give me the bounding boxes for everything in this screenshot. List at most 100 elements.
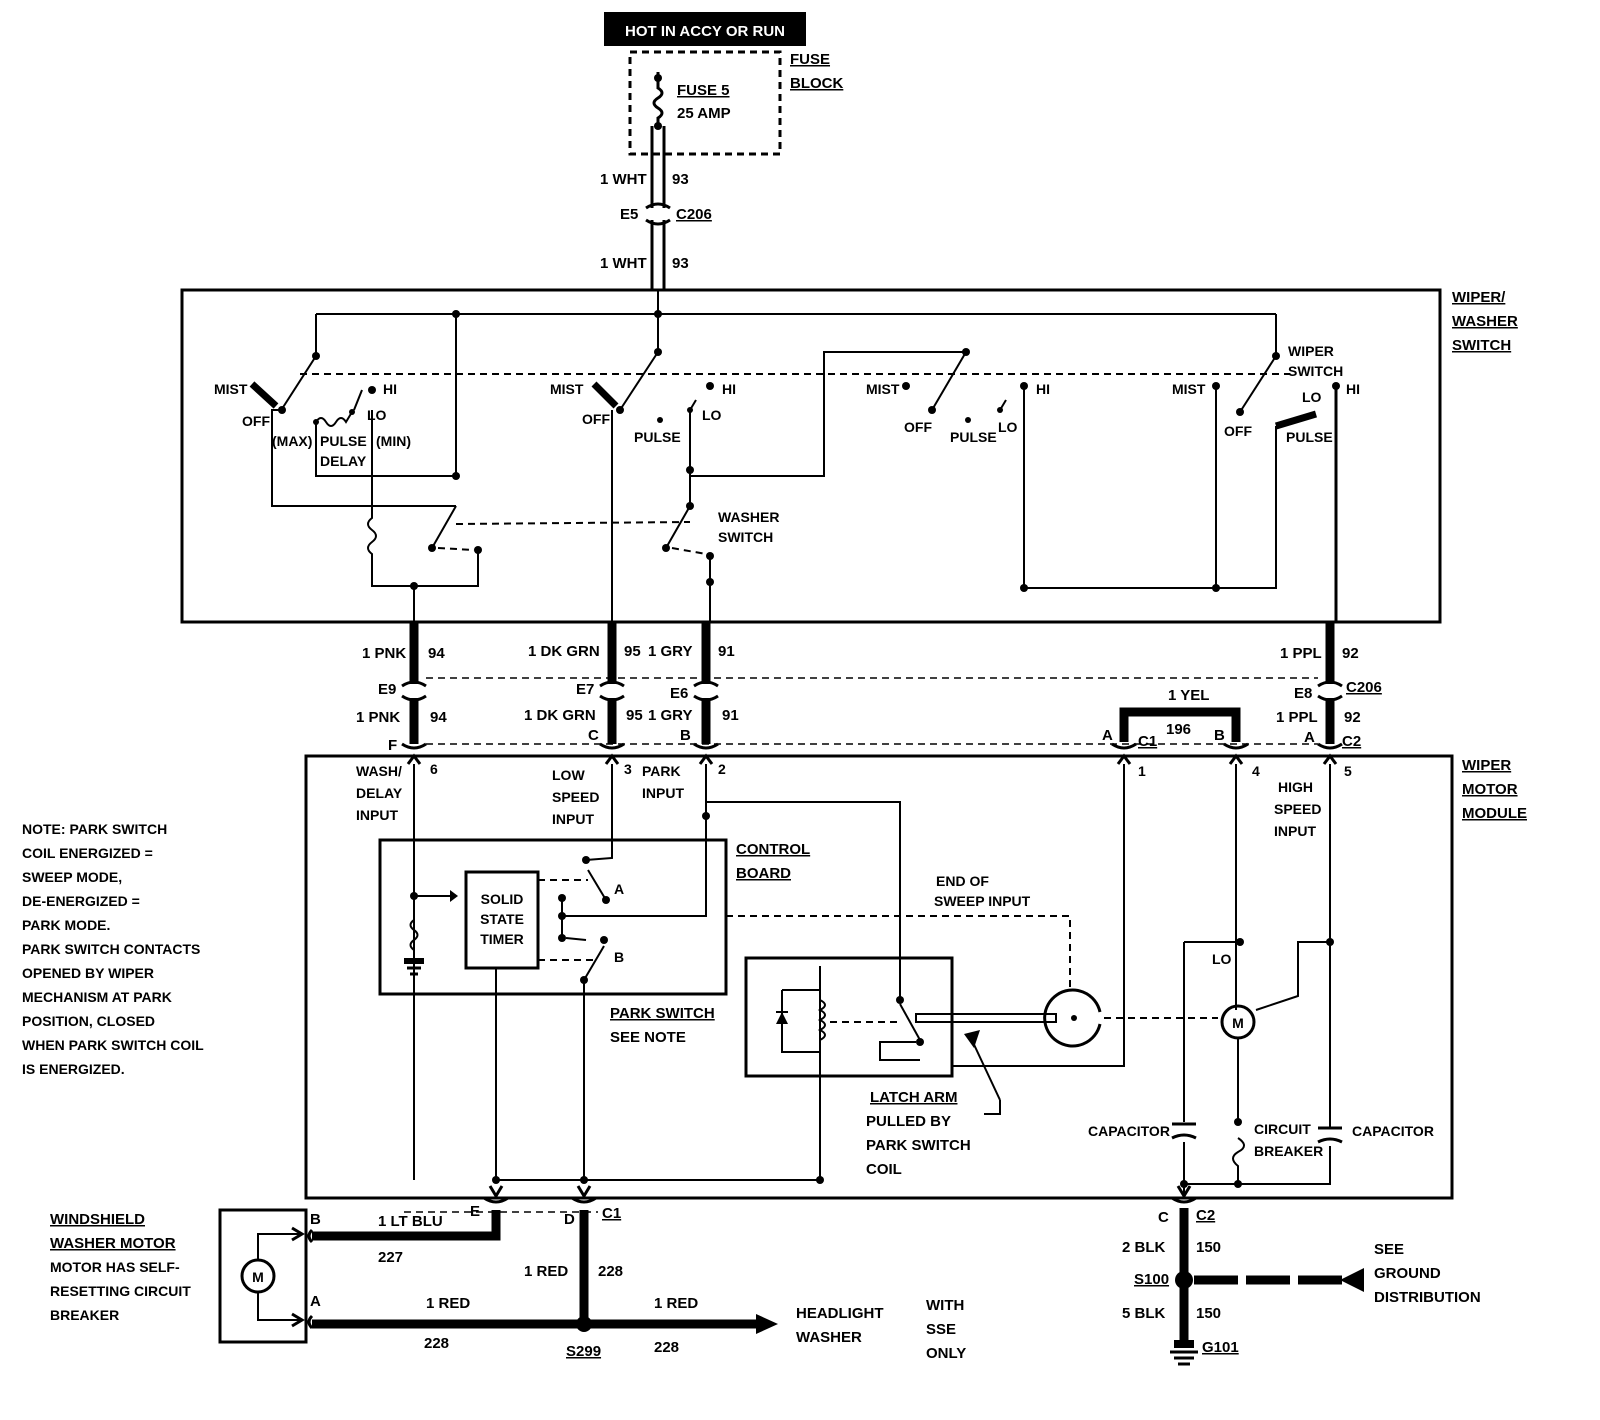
switch4-hi: HI [1346, 381, 1360, 397]
red-circuit-vertical: 228 [598, 1263, 623, 1280]
switch3-hi: HI [1036, 381, 1050, 397]
end-of-sweep-line [726, 915, 1071, 990]
red-circuit-right: 228 [654, 1339, 679, 1356]
relay-b: B [614, 949, 624, 965]
switch1-mist: MIST [214, 381, 248, 397]
washer-motor-box [218, 1208, 308, 1344]
switch1-hi: HI [383, 381, 397, 397]
motor-lo: LO [1212, 951, 1232, 967]
park-switch-1: PARK SWITCH [610, 1005, 715, 1022]
washer-switch-label-1: WASHER [718, 509, 779, 525]
ground-dist-2: GROUND [1374, 1265, 1441, 1282]
switch1-lo: LO [367, 407, 387, 423]
switch2-off: OFF [582, 411, 610, 427]
switch4-lo: LO [1302, 389, 1322, 405]
pin-1: 1 [1138, 763, 1146, 779]
dkgrn-circuit-bottom: 95 [626, 707, 643, 724]
capacitor-right-label: CAPACITOR [1352, 1123, 1434, 1139]
ground-dist-3: DISTRIBUTION [1374, 1289, 1481, 1306]
latch-arm-4: COIL [866, 1161, 902, 1178]
feed-circuit-top: 93 [672, 171, 689, 188]
feed-pin: E5 [620, 206, 638, 223]
c206-feed-connector [645, 202, 671, 226]
wash-delay-2: DELAY [356, 785, 403, 801]
control-board-1: CONTROL [736, 841, 810, 858]
yel-circuit: 196 [1166, 721, 1191, 738]
diode-symbol [776, 1012, 788, 1024]
power-header-box [604, 12, 806, 46]
feed-wire-label-top: 1 WHT [600, 171, 647, 188]
wiper-switch-label-2: SWITCH [1288, 363, 1343, 379]
latch-arm [915, 1013, 1057, 1023]
end-of-sweep-1: END OF [936, 873, 989, 889]
module-title-1: WIPER [1462, 757, 1511, 774]
latch-arm-1: LATCH ARM [870, 1089, 957, 1106]
c206-connectors [401, 680, 1343, 702]
pin-c: C [1158, 1209, 1169, 1226]
dkgrn-module-pin: C [588, 727, 599, 744]
switch-title-3: SWITCH [1452, 337, 1511, 354]
note-line-6: PARK SWITCH CONTACTS [22, 941, 200, 957]
pnk-pin: E9 [378, 681, 396, 698]
switch1-delay: DELAY [320, 453, 367, 469]
park-input-1: PARK [642, 763, 681, 779]
gry-wire-top: 1 GRY [648, 643, 692, 660]
blk2-wire: 2 BLK [1122, 1239, 1166, 1256]
module-title-3: MODULE [1462, 805, 1527, 822]
pnk-circuit-top: 94 [428, 645, 445, 662]
park-switch-2: SEE NOTE [610, 1029, 686, 1046]
switch2-hi: HI [722, 381, 736, 397]
c2-label-top: C2 [1342, 733, 1361, 750]
end-of-sweep-2: SWEEP INPUT [934, 893, 1031, 909]
note-line-10: WHEN PARK SWITCH COIL [22, 1037, 204, 1053]
switch2-mist: MIST [550, 381, 584, 397]
low-speed-1: LOW [552, 767, 585, 783]
pin-3: 3 [624, 761, 632, 777]
switch4-mist: MIST [1172, 381, 1206, 397]
timer-1: SOLID [481, 891, 524, 907]
note-line-2: COIL ENERGIZED = [22, 845, 153, 861]
note-line-5: PARK MODE. [22, 917, 110, 933]
wash-delay-3: INPUT [356, 807, 398, 823]
capacitor-left-label: CAPACITOR [1088, 1123, 1170, 1139]
fuse-rating: 25 AMP [677, 105, 731, 122]
wiper-washer-switch-box [180, 288, 1442, 624]
c206-label: C206 [1346, 679, 1382, 696]
fuse-name: FUSE 5 [677, 82, 730, 99]
dkgrn-pin: E7 [576, 681, 594, 698]
switch1-min: (MIN) [376, 433, 411, 449]
yel-wire: 1 YEL [1168, 687, 1209, 704]
dkgrn-wire-bottom: 1 DK GRN [524, 707, 596, 724]
red-wire-vertical: 1 RED [524, 1263, 568, 1280]
fuse-symbol [652, 72, 664, 126]
low-speed-3: INPUT [552, 811, 594, 827]
control-board-2: BOARD [736, 865, 791, 882]
gry-pin: E6 [670, 685, 688, 702]
s299-label: S299 [566, 1343, 601, 1360]
ppl-wire-bottom: 1 PPL [1276, 709, 1318, 726]
sse-3: ONLY [926, 1345, 966, 1362]
switch2-lo: LO [702, 407, 722, 423]
c2-bottom: C2 [1196, 1207, 1215, 1224]
yel-pin-b: B [1214, 727, 1225, 744]
sse-1: WITH [926, 1297, 964, 1314]
feed-connector: C206 [676, 206, 712, 223]
low-speed-2: SPEED [552, 789, 599, 805]
park-switch-coil-box [744, 956, 954, 1078]
pin-d: D [564, 1211, 575, 1228]
red-wire-right: 1 RED [654, 1295, 698, 1312]
switch-title-1: WIPER/ [1452, 289, 1506, 306]
switch4-off: OFF [1224, 423, 1252, 439]
switch3-off: OFF [904, 419, 932, 435]
ground-symbol-g101 [1170, 1350, 1198, 1366]
dkgrn-circuit-top: 95 [624, 643, 641, 660]
latch-arm-3: PARK SWITCH [866, 1137, 971, 1154]
wiper-motor-module-box [304, 754, 1454, 1200]
washer-pin-a: A [310, 1293, 321, 1310]
note-line-4: DE-ENERGIZED = [22, 893, 140, 909]
switch3-pulse: PULSE [950, 429, 997, 445]
high-speed-1: HIGH [1278, 779, 1313, 795]
note-line-9: POSITION, CLOSED [22, 1013, 155, 1029]
yel-connector: C1 [1138, 733, 1157, 750]
blk2-circuit: 150 [1196, 1239, 1221, 1256]
